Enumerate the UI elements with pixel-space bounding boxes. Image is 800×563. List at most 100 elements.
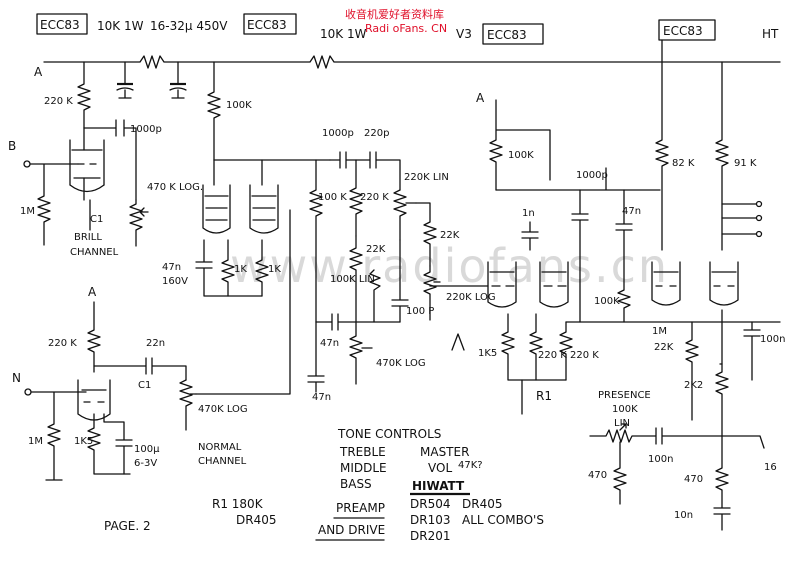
svg-text:ECC83: ECC83 xyxy=(40,18,80,32)
tone-r22k-a-label: 22K xyxy=(440,230,460,241)
normal-c1-label: C1 xyxy=(138,380,151,391)
brill-grid-leak-label: 1M xyxy=(20,206,35,217)
stage2-anode-label: 100K xyxy=(226,100,252,111)
phase-cathode-label: 1K5 xyxy=(478,348,497,359)
brill-input-label: B xyxy=(8,139,16,153)
normal-channel-label-2: CHANNEL xyxy=(198,456,247,467)
tone-bass-label: 100K LIN xyxy=(330,274,375,285)
normal-cathode-label: 1K5 xyxy=(74,436,93,447)
notes-model-3: DR103 xyxy=(410,513,450,527)
normal-cathode-cap-label: 100µ xyxy=(134,444,160,455)
notes-r1: R1 180K xyxy=(212,497,264,511)
output-c100n-label: 100n xyxy=(760,334,785,345)
brill-channel-label-1: BRILL xyxy=(74,232,102,243)
output-edge-label: 16 xyxy=(764,462,777,473)
tube-v3a xyxy=(487,261,517,308)
svg-text:ECC83: ECC83 xyxy=(487,28,527,42)
tube-label-v3: ECC83 xyxy=(482,23,544,45)
svg-text:ECC83: ECC83 xyxy=(247,18,287,32)
watermark-site-en: Radi oFans. CN xyxy=(365,22,447,35)
normal-anode-label: 220 K xyxy=(48,338,77,349)
presence-label-1: PRESENCE xyxy=(598,390,651,401)
ht-label: HT xyxy=(762,27,779,41)
tone-r220k-label: 220 K xyxy=(360,192,389,203)
presence-label-2: 100K xyxy=(612,404,638,415)
phase-r220a-label: 220 K xyxy=(538,350,567,361)
tone-cap47n-b-label: 47n xyxy=(312,392,331,403)
tube-label-v2: ECC83 xyxy=(243,13,297,35)
output-r82k-label: 82 K xyxy=(672,158,695,169)
tone-master-label: 220K LOG xyxy=(446,292,496,303)
notes-tone-line1: TONE CONTROLS xyxy=(337,427,441,441)
tone-r100k-label: 100 K xyxy=(318,192,347,203)
notes-tone-line3: MIDDLE xyxy=(340,461,387,475)
normal-pot-label: 470K LOG xyxy=(198,404,248,415)
tube-label-v1: ECC83 xyxy=(36,13,88,35)
notes-master-q: 47K? xyxy=(458,460,483,471)
tube-v1a xyxy=(69,127,105,231)
tone-r22k-label: 22K xyxy=(366,244,386,255)
phase-c1000p-label: 1000p xyxy=(576,170,608,181)
notes-preamp: PREAMP xyxy=(336,501,385,515)
output-r91k-label: 91 K xyxy=(734,158,757,169)
v3-label: V3 xyxy=(456,27,472,41)
ht-a-label: A xyxy=(34,65,43,79)
notes-tone-line4: BASS xyxy=(340,477,372,491)
watermark-background: www.radiofans.cn xyxy=(230,239,669,293)
tone-middle-label: 470K LOG xyxy=(376,358,426,369)
stage2-cathode-cap-label: 47n xyxy=(162,262,181,273)
tone-treble-label: 220K LIN xyxy=(404,172,449,183)
tube-v2b xyxy=(249,184,279,234)
brill-anode-res-label: 220 K xyxy=(44,96,73,107)
ht-rail xyxy=(43,55,781,69)
stage2-cathode-cap-v-label: 160V xyxy=(162,276,188,287)
notes-master-line1: MASTER xyxy=(420,445,469,459)
watermark-site-cn: 收音机爱好者资料库 xyxy=(345,7,444,21)
svg-text:ECC83: ECC83 xyxy=(663,24,703,38)
filter-cap-1 xyxy=(116,61,134,99)
normal-input-label: N xyxy=(12,371,21,385)
stage2-cathode2-label: 1K xyxy=(268,264,281,275)
normal-a-label: A xyxy=(88,285,97,299)
brill-pot-label: 470 K LOG. xyxy=(147,182,203,193)
phase-a-label: A xyxy=(476,91,485,105)
dropper-label: 10K 1W xyxy=(97,19,144,33)
output-r22k-label: 22K xyxy=(654,342,674,353)
output-c10n-label: 10n xyxy=(674,510,693,521)
brill-c1-label: C1 xyxy=(90,214,103,225)
notes-r1-model: DR405 xyxy=(236,513,276,527)
tone-cap100p-label: 100 P xyxy=(406,306,434,317)
notes-model-1: DR504 xyxy=(410,497,450,511)
brill-cap-label: 1000p xyxy=(130,124,162,135)
normal-cap-mid-label: 22n xyxy=(146,338,165,349)
filter-cap-2 xyxy=(169,61,187,99)
tube-v4a xyxy=(651,261,681,306)
notes-master-line2: VOL xyxy=(428,461,452,475)
tube-label-v4: ECC83 xyxy=(658,19,716,41)
notes-tone-line2: TREBLE xyxy=(339,445,386,459)
tube-v2a xyxy=(202,184,231,234)
normal-cathode-cap-v-label: 6-3V xyxy=(134,458,157,469)
tube-v4b xyxy=(709,261,739,306)
phase-r100k-label: 100K xyxy=(594,296,620,307)
output-r470a-label: 470 xyxy=(588,470,607,481)
tone-cap1-label: 1000p xyxy=(322,128,354,139)
notes-model-4: ALL COMBO'S xyxy=(462,513,544,527)
phase-r1-label: R1 xyxy=(536,389,552,403)
notes-model-5: DR201 xyxy=(410,529,450,543)
phase-c1n-label: 1n xyxy=(522,208,535,219)
tone-cap2-label: 220p xyxy=(364,128,389,139)
output-r1m-label: 1M xyxy=(652,326,667,337)
tone-cap47n-a-label: 47n xyxy=(320,338,339,349)
filter-caps-label: 16-32µ 450V xyxy=(150,19,228,33)
output-c100n-b-label: 100n xyxy=(648,454,673,465)
dropper2-label: 10K 1W xyxy=(320,27,367,41)
stage2-cathode1-label: 1K xyxy=(234,264,247,275)
phase-r220b-label: 220 K xyxy=(570,350,599,361)
brill-channel-label-2: CHANNEL xyxy=(70,247,119,258)
phase-anode1-label: 100K xyxy=(508,150,534,161)
phase-c47n-label: 47n xyxy=(622,206,641,217)
output-r470b-label: 470 xyxy=(684,474,703,485)
normal-channel-label-1: NORMAL xyxy=(198,442,242,453)
